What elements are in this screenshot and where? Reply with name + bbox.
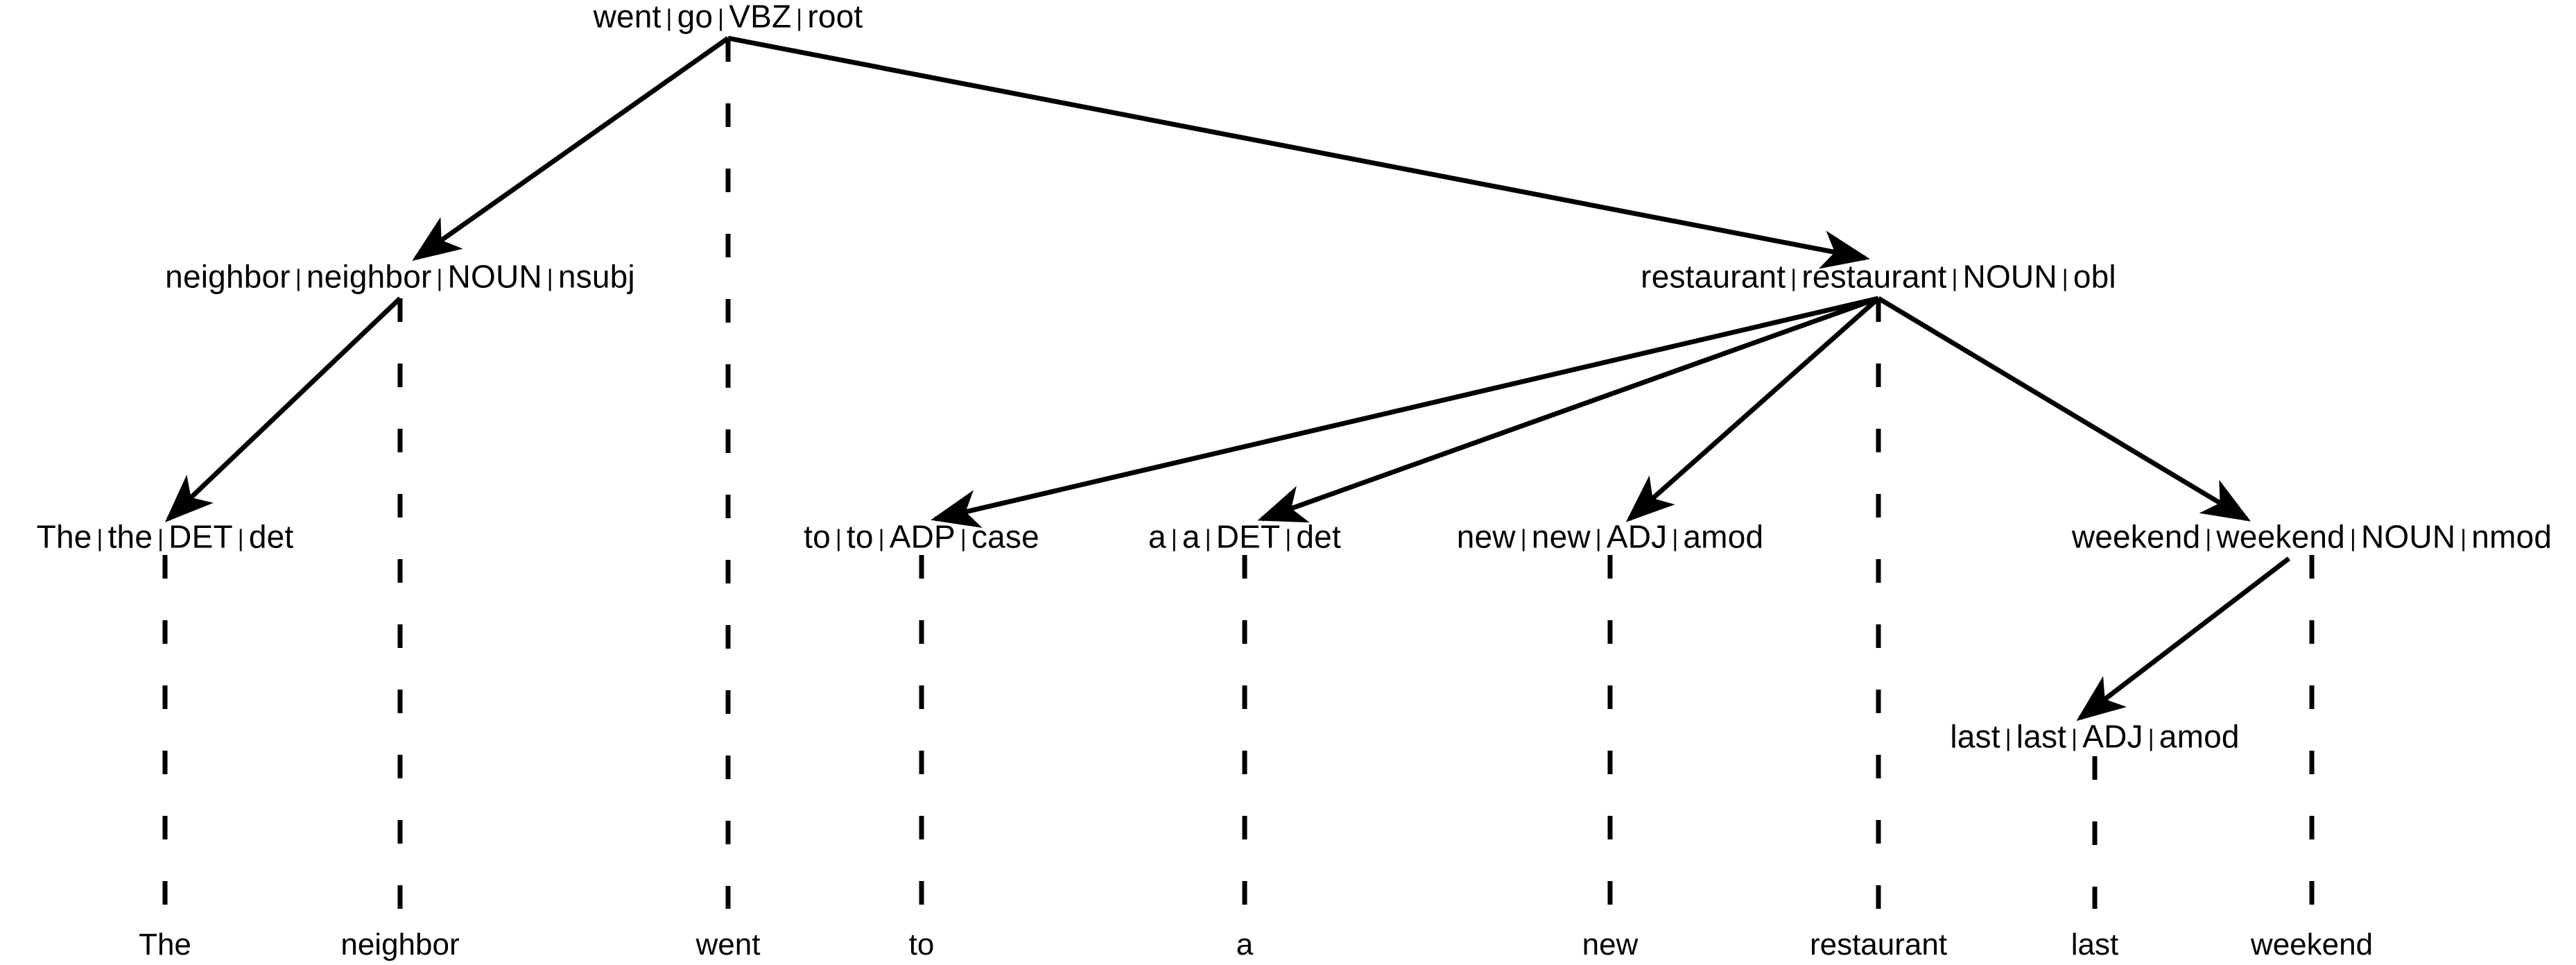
node-restaurant[interactable]: restaurant|restaurant|NOUN|obl [1641,261,2116,295]
sentence-word-last: last [2071,928,2119,962]
field-separator: | [2460,525,2467,552]
edge-restaurant-to-to [931,296,1879,528]
field-separator: | [2061,265,2068,292]
node-deprel: det [1296,518,1341,555]
edge-went-to-neighbor [412,36,730,262]
node-upos: NOUN [447,258,542,295]
node-form: new [1456,518,1516,555]
node-form: to [804,518,831,555]
node-upos: ADJ [2082,718,2143,755]
field-separator: | [2205,525,2212,552]
node-to[interactable]: to|to|ADP|case [804,521,1039,555]
sentence-word-new: new [1582,928,1639,962]
node-lemma: weekend [2216,518,2345,555]
node-form: weekend [2071,518,2201,555]
field-separator: | [1170,525,1177,552]
field-separator: | [2071,725,2078,752]
node-upos: ADP [889,518,956,555]
field-separator: | [295,265,302,292]
field-separator: | [960,525,967,552]
node-deprel: det [248,518,294,555]
node-The[interactable]: The|the|DET|det [37,521,294,555]
node-upos: DET [168,518,233,555]
node-upos: NOUN [1962,258,2057,295]
node-weekend[interactable]: weekend|weekend|NOUN|nmod [2072,521,2552,555]
dependency-arrows [164,35,2291,721]
field-separator: | [157,525,164,552]
node-upos: ADJ [1606,518,1668,555]
node-deprel: amod [2159,718,2240,755]
node-lemma: a [1182,518,1200,555]
node-upos: NOUN [2361,518,2456,555]
node-lemma: to [846,518,874,555]
field-separator: | [1204,525,1211,552]
node-last[interactable]: last|last|ADJ|amod [1950,721,2239,755]
edge-neighbor-to-The [164,296,402,522]
node-lemma: last [2016,718,2067,755]
sentence-word-The: The [139,928,191,962]
field-separator: | [436,265,443,292]
field-separator: | [1672,525,1679,552]
edge-restaurant-to-new [1625,296,1881,522]
node-form: went [593,0,662,35]
node-deprel: nmod [2471,518,2552,555]
node-deprel: root [807,0,863,35]
field-separator: | [1790,265,1797,292]
sentence-word-to: to [908,928,935,962]
sentence-word-weekend: weekend [2250,928,2374,962]
sentence-word-restaurant: restaurant [1809,928,1948,962]
node-new[interactable]: new|new|ADJ|amod [1457,521,1764,555]
node-form: a [1148,518,1166,555]
node-deprel: amod [1683,518,1764,555]
node-deprel: obl [2073,258,2116,295]
field-separator: | [1285,525,1292,552]
field-separator: | [2349,525,2357,552]
sentence-word-went: went [695,928,761,962]
edge-restaurant-to-weekend [1877,296,2251,522]
field-separator: | [546,265,553,292]
field-separator: | [96,525,103,552]
field-separator: | [718,5,725,32]
node-upos: VBZ [729,0,792,35]
edge-went-to-restaurant [727,35,1870,269]
field-separator: | [666,5,673,32]
field-separator: | [237,525,244,552]
edge-weekend-to-last [2076,556,2291,721]
column-dashed-lines [162,38,2315,909]
field-separator: | [878,525,885,552]
node-lemma: neighbor [306,258,432,295]
node-form: The [36,518,92,555]
node-form: last [1950,718,2000,755]
field-separator: | [796,5,803,32]
node-a[interactable]: a|a|DET|det [1148,521,1341,555]
node-neighbor[interactable]: neighbor|neighbor|NOUN|nsubj [165,261,635,295]
field-separator: | [1951,265,1958,292]
field-separator: | [2005,725,2012,752]
node-deprel: case [971,518,1039,555]
node-lemma: go [677,0,714,35]
field-separator: | [1520,525,1527,552]
field-separator: | [2147,725,2154,752]
node-lemma: new [1531,518,1591,555]
field-separator: | [1595,525,1602,552]
field-separator: | [835,525,842,552]
sentence-word-a: a [1236,928,1254,962]
node-form: restaurant [1641,258,1786,295]
node-deprel: nsubj [557,258,635,295]
node-lemma: the [107,518,153,555]
sentence-word-neighbor: neighbor [340,928,460,962]
node-form: neighbor [165,258,291,295]
node-went[interactable]: went|go|VBZ|root [594,1,863,35]
node-upos: DET [1216,518,1281,555]
edge-restaurant-to-a [1257,296,1880,523]
node-lemma: restaurant [1801,258,1947,295]
